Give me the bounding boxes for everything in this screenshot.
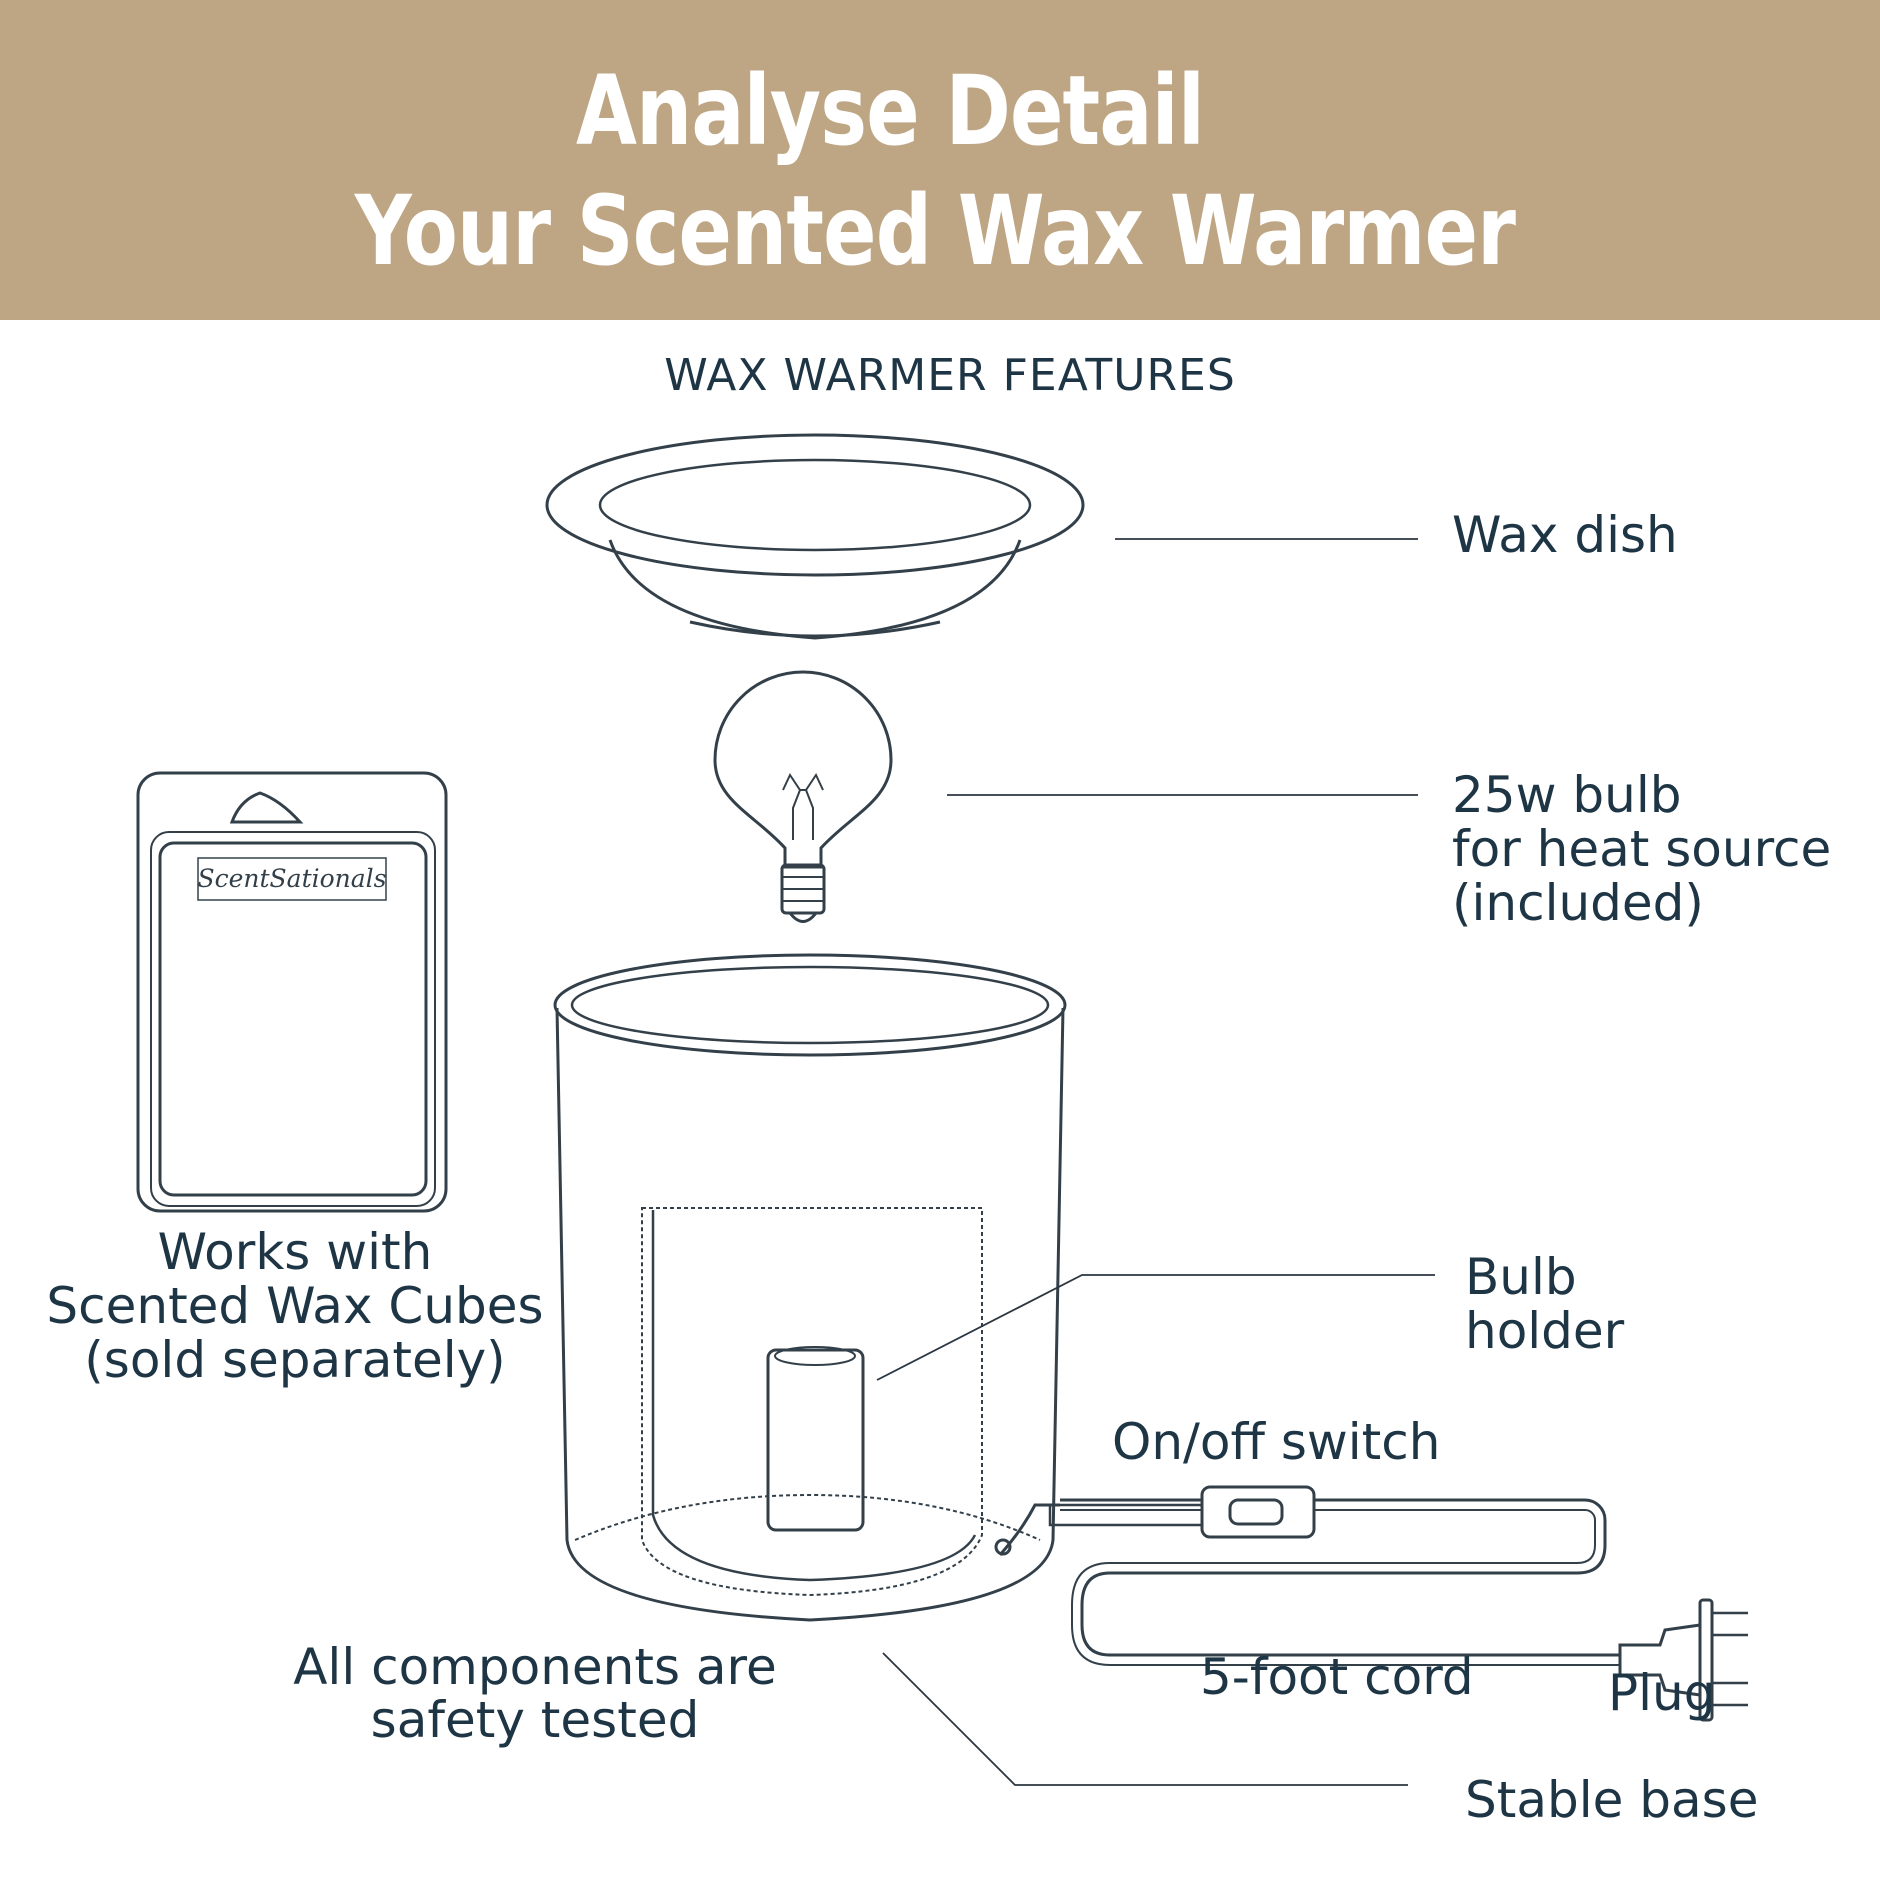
label-wax-dish: Wax dish [1452,506,1678,564]
label-safety-line-1: All components are [293,1638,777,1696]
wax-dish-drawing [545,433,1085,640]
label-works-line-1: Works with [157,1223,433,1281]
label-bulb-holder-line-2: holder [1465,1302,1625,1360]
leader-lines [876,538,1435,1786]
bulb-drawing [713,670,893,923]
cord-and-plug-drawing [994,1485,1748,1722]
label-bulb-line-2: for heat source [1452,820,1832,878]
label-stable-base: Stable base [1465,1771,1759,1829]
banner-title-line-2: Your Scented Wax Warmer [354,175,1516,287]
package-brand-text: ScentSationals [197,864,386,893]
label-bulb-holder-line-1: Bulb [1465,1248,1577,1306]
leader-line-bulb-holder [876,1274,1435,1381]
leader-line-stable-base [882,1652,1408,1786]
warmer-body-drawing [553,953,1067,1622]
label-cord: 5-foot cord [1200,1648,1474,1706]
label-bulb-line-1: 25w bulb [1452,766,1682,824]
label-works-line-2: Scented Wax Cubes [46,1277,544,1335]
wax-cubes-package-drawing [136,771,448,1213]
label-safety-line-2: safety tested [370,1691,700,1749]
header-banner: Analyse Detail Your Scented Wax Warmer [0,0,1880,320]
label-on-off-switch: On/off switch [1112,1413,1441,1471]
label-plug: Plug [1608,1664,1716,1722]
label-bulb-line-3: (included) [1452,874,1704,932]
banner-title-line-1: Analyse Detail [575,55,1205,167]
label-works-line-3: (sold separately) [84,1331,506,1389]
diagram-title: WAX WARMER FEATURES [664,350,1236,401]
